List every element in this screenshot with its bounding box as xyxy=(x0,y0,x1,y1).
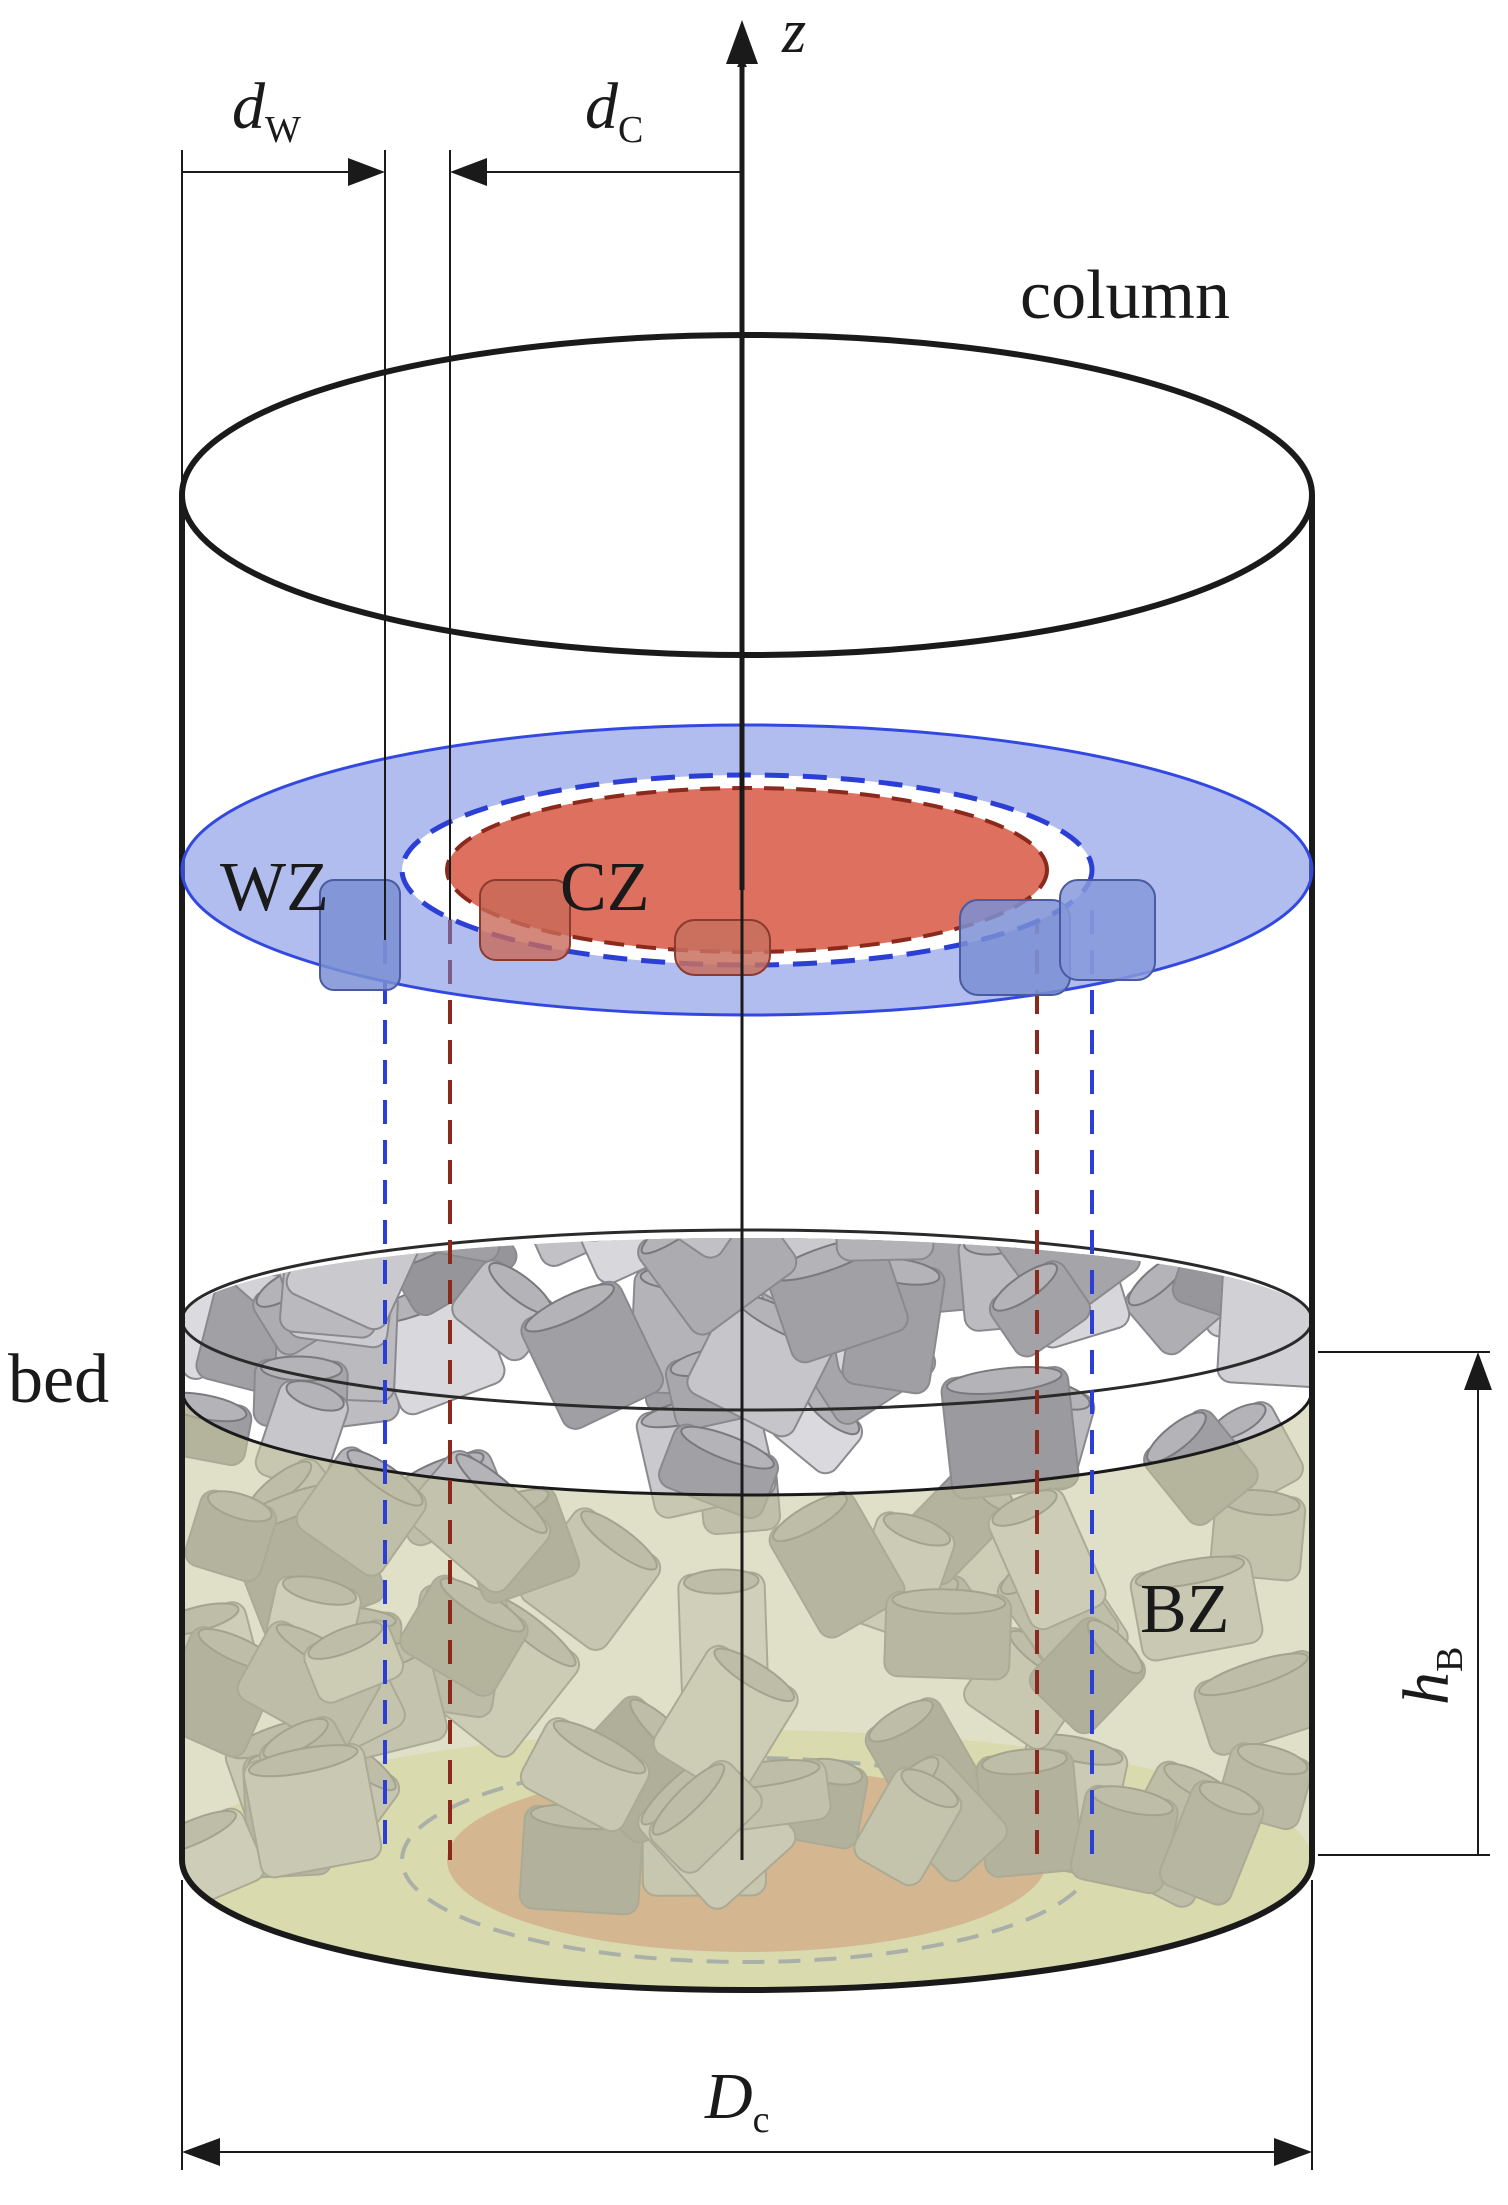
packing-ring xyxy=(885,1044,1038,1187)
packing-ring xyxy=(637,1238,798,1336)
packing-ring xyxy=(969,994,1095,1120)
z-axis-label: z xyxy=(781,0,806,66)
d-w-arrowhead xyxy=(348,158,385,186)
packing-ring xyxy=(986,1238,1087,1243)
packing-ring xyxy=(1127,1023,1285,1180)
bed-label: bed xyxy=(8,1341,109,1418)
column-label: column xyxy=(1020,257,1230,334)
column-bottom-rim xyxy=(179,1859,1315,1993)
packing-ring xyxy=(940,1365,1080,1500)
h-b-label: hB xyxy=(1390,1647,1471,1705)
dimension-extension-lines xyxy=(181,150,1490,2170)
d-c-arrowhead xyxy=(450,158,487,186)
packing-ring xyxy=(141,1081,297,1238)
packing-ring xyxy=(424,1073,526,1186)
packing-ring xyxy=(550,1034,653,1111)
packing-ring xyxy=(772,1238,881,1245)
packing-ring xyxy=(520,1280,665,1430)
packing-ring xyxy=(1186,941,1306,1060)
packing-ring xyxy=(890,1086,998,1206)
rings-at-plane xyxy=(319,879,1156,996)
packing-ring xyxy=(834,1238,935,1262)
packing-ring xyxy=(238,1094,348,1190)
packing-ring xyxy=(753,1100,894,1218)
packing-ring xyxy=(221,1238,336,1253)
z-axis-arrowhead xyxy=(726,20,758,64)
D-c-left-arrowhead xyxy=(182,2138,220,2166)
packing-ring xyxy=(1224,1108,1322,1201)
packing-ring xyxy=(182,1238,278,1255)
packing-ring xyxy=(646,1077,771,1195)
packing-ring xyxy=(610,999,759,1129)
packing-ring xyxy=(231,1000,348,1118)
packing-ring xyxy=(988,1260,1092,1358)
packing-ring xyxy=(210,1238,315,1278)
packing-ring xyxy=(865,1013,983,1117)
packing-ring xyxy=(838,1037,935,1112)
core-zone-disc xyxy=(447,788,1047,952)
h-b-arrowhead xyxy=(1464,1352,1492,1390)
packing-ring xyxy=(648,1023,744,1133)
wall-zone-inner-boundary xyxy=(399,772,1095,968)
d-c-label: dC xyxy=(585,70,643,151)
packing-ring xyxy=(406,1238,510,1263)
packing-ring xyxy=(649,1238,761,1259)
d-w-label: dW xyxy=(232,70,301,151)
core-zone-boundaries xyxy=(448,910,1039,1860)
column-top-ellipse xyxy=(179,332,1315,658)
D-c-label: Dc xyxy=(704,2060,770,2141)
bed-boundary-curve xyxy=(180,1389,1314,1497)
wall-zone-label: WZ xyxy=(220,849,329,926)
bulk-zone-region xyxy=(182,1390,1312,1990)
packing-ring xyxy=(416,1095,516,1193)
D-c-right-arrowhead xyxy=(1274,2138,1312,2166)
wall-zone-boundaries xyxy=(383,910,1094,1860)
packing-ring xyxy=(505,1026,640,1155)
packing-ring xyxy=(249,1238,341,1245)
bulk-zone-label: BZ xyxy=(1140,1571,1229,1648)
core-zone-label: CZ xyxy=(560,849,649,926)
packing-ring xyxy=(1137,1043,1244,1138)
packing-ring xyxy=(1050,1091,1178,1220)
